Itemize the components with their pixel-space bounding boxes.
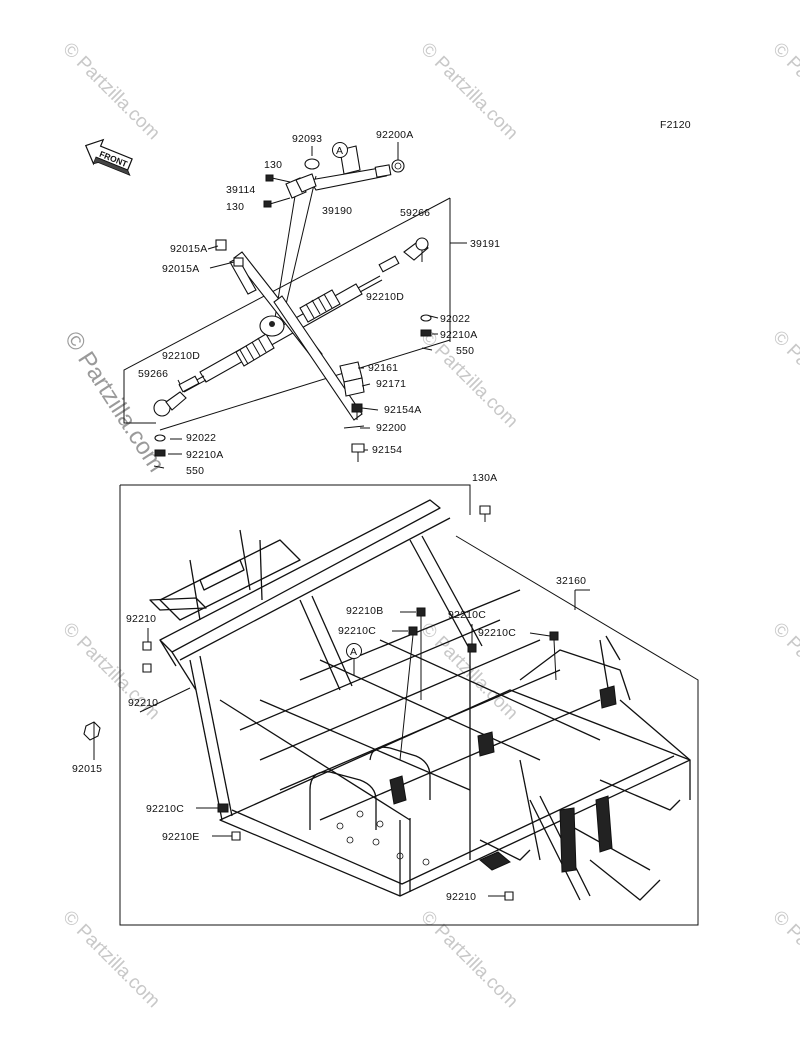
label-92210-bottom: 92210	[446, 891, 476, 903]
figure-code: F2120	[660, 119, 691, 131]
collar-92015a-1	[215, 239, 227, 251]
callout-a-frame-label: A	[350, 646, 357, 658]
watermark-text: © Partzilla.com	[416, 39, 521, 144]
watermark-text: © Partzilla.com	[768, 907, 800, 1012]
label-92200a: 92200A	[376, 129, 413, 141]
label-92210e: 92210E	[162, 831, 199, 843]
label-92210a-left: 92210A	[186, 449, 223, 461]
label-92210-lower-left: 92210	[128, 697, 158, 709]
label-130-top: 130	[264, 159, 282, 171]
steering-column-parts: A	[263, 142, 405, 208]
callout-a-frame	[346, 643, 362, 659]
callout-a-top	[332, 142, 348, 158]
label-92210b: 92210B	[346, 605, 383, 617]
watermark-text: © Partzilla.com	[768, 327, 800, 432]
label-92210c-b: 92210C	[338, 625, 376, 637]
label-92015: 92015	[72, 763, 102, 775]
label-leaders	[93, 245, 551, 837]
label-92210-upper-left: 92210	[126, 613, 156, 625]
frame-fasteners	[83, 505, 559, 901]
washer-92093	[304, 158, 320, 170]
clamp-92171	[343, 377, 365, 397]
watermark-text: © Partzilla.com	[768, 39, 800, 144]
part-labels: 92093 92200A 130 39114 130 39190 59266 3…	[72, 129, 586, 903]
label-92154: 92154	[372, 444, 402, 456]
label-92210c-c: 92210C	[478, 627, 516, 639]
label-92210c-a: 92210C	[448, 609, 486, 621]
label-92015a-upper: 92015A	[170, 243, 207, 255]
label-92171: 92171	[376, 378, 406, 390]
label-92200: 92200	[376, 422, 406, 434]
label-92015a-lower: 92015A	[162, 263, 199, 275]
watermark-text: © Partzilla.com	[58, 907, 163, 1012]
label-130a: 130A	[472, 472, 497, 484]
watermark-layer: © Partzilla.com © Partzilla.com © Partzi…	[58, 39, 800, 1012]
label-39191: 39191	[470, 238, 500, 250]
label-550-right: 550	[456, 345, 474, 357]
label-92022-left: 92022	[186, 432, 216, 444]
label-59266-left: 59266	[138, 368, 168, 380]
label-92161: 92161	[368, 362, 398, 374]
label-92210d-left: 92210D	[162, 350, 200, 362]
label-39114: 39114	[226, 184, 255, 196]
callout-a-top-label: A	[336, 145, 343, 157]
label-130-bottom: 130	[226, 201, 244, 213]
collar-92015a-2	[233, 257, 244, 267]
label-92022-right: 92022	[440, 313, 470, 325]
label-550-left: 550	[186, 465, 204, 477]
label-92093: 92093	[292, 133, 322, 145]
watermark-text: © Partzilla.com	[768, 619, 800, 724]
label-39190: 39190	[322, 205, 352, 217]
watermark-text-large: © Partzilla.com	[59, 327, 170, 477]
watermark-text: © Partzilla.com	[416, 907, 521, 1012]
sleeve-92210d-right	[378, 255, 400, 273]
watermark-text: © Partzilla.com	[58, 39, 163, 144]
label-92210a-right: 92210A	[440, 329, 477, 341]
watermark-text: © Partzilla.com	[416, 327, 521, 432]
label-92210c-d: 92210C	[146, 803, 184, 815]
label-92154a: 92154A	[384, 404, 421, 416]
front-arrow-icon: FRONT	[84, 138, 133, 176]
label-59266-right: 59266	[400, 207, 430, 219]
steering-rack	[153, 237, 433, 469]
label-92210d-right: 92210D	[366, 291, 404, 303]
label-32160: 32160	[556, 575, 586, 587]
vehicle-frame: A	[149, 499, 691, 901]
sleeve-92210d-left	[178, 375, 200, 393]
frame-group-box	[119, 484, 699, 926]
